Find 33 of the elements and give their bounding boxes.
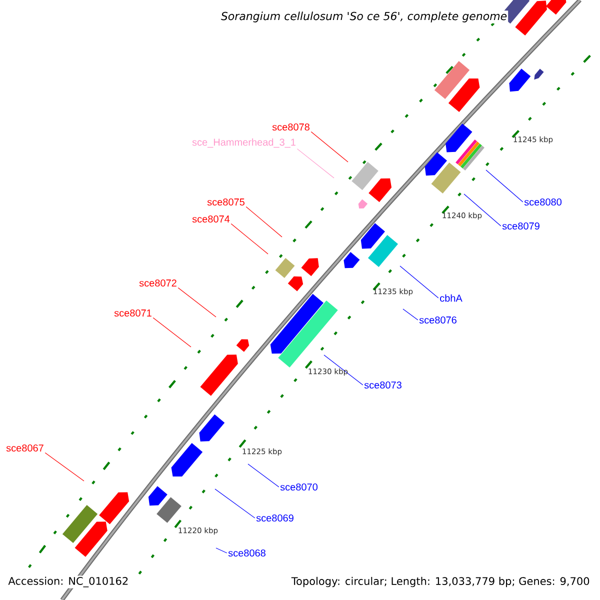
leader-line: [216, 548, 228, 554]
leader-line: [296, 148, 334, 178]
gene-label: sce8078: [272, 123, 310, 131]
leader-line: [44, 452, 84, 482]
leader-line: [178, 287, 216, 318]
gene-label: sce8069: [256, 514, 294, 522]
gene-label: sce8074: [192, 215, 230, 223]
map-title: Sorangium cellulosum 'So ce 56', complete genome: [220, 10, 508, 24]
gene-label: sce8072: [139, 279, 176, 287]
gene-label: cbhA: [440, 294, 462, 302]
gene-label: sce8075: [207, 198, 244, 206]
leader-line: [464, 194, 502, 226]
leader-line: [324, 354, 364, 386]
leader-line: [248, 464, 280, 488]
leader-line: [486, 170, 524, 202]
leader-line: [246, 206, 282, 238]
gene-label: sce8070: [280, 483, 318, 491]
leader-line: [402, 308, 418, 320]
gene-label: sce8079: [502, 222, 540, 230]
leader-line: [230, 223, 268, 254]
gene-label: sce8071: [114, 309, 152, 317]
gene-label: sce8073: [364, 381, 402, 389]
genome-stats-text: Topology: circular; Length: 13,033,779 bp; Genes: 9,700: [291, 576, 590, 588]
leader-line: [310, 131, 348, 162]
leader-line: [400, 266, 439, 298]
leader-line: [214, 488, 256, 518]
gene-label: sce8068: [228, 549, 266, 557]
accession-text: Accession: NC_010162: [7, 576, 130, 588]
gene-label: sce_Hammerhead_3_1: [192, 138, 296, 148]
gene-label: sce8067: [6, 444, 44, 452]
gene-label: sce8080: [524, 198, 562, 206]
leader-line: [152, 317, 192, 348]
gene-label: sce8076: [419, 316, 456, 324]
